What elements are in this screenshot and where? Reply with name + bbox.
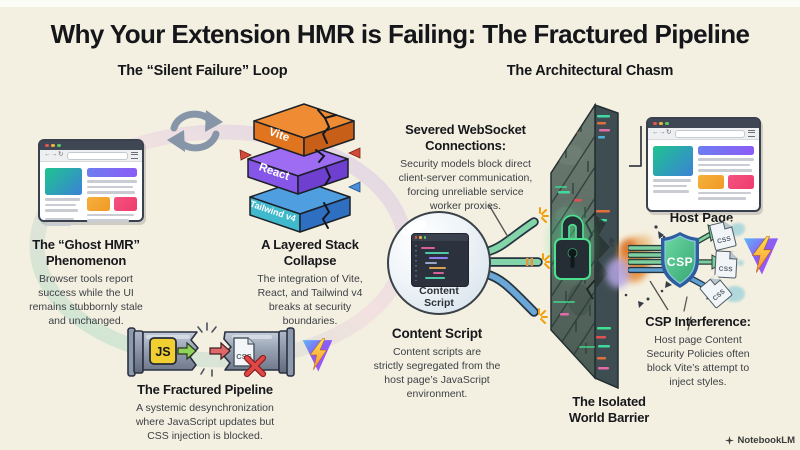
host-page-browser-window: ←→↻ (646, 117, 761, 212)
code-editor-window (411, 233, 469, 287)
shield-label: CSP (667, 255, 693, 269)
hamburger-menu-icon (748, 129, 755, 138)
ghost-hmr-caption: The “Ghost HMR”Phenomenon Browser tools … (4, 237, 168, 329)
content-block-orange (698, 174, 725, 189)
browser-toolbar: ←→↻ (40, 150, 142, 162)
css-file-icon: CSS (714, 250, 738, 279)
content-block-purple (86, 168, 137, 177)
blocked-update-streams (628, 244, 670, 274)
red-arrow-icon (209, 341, 231, 361)
page-title: Why Your Extension HMR is Failing: The F… (50, 19, 750, 49)
url-bar (66, 151, 128, 160)
fractured-pipeline-title: The Fractured Pipeline (137, 382, 273, 397)
js-badge-label: JS (155, 345, 170, 359)
content-block-pink (113, 196, 138, 211)
stack-collapse-body: The integration of Vite,React, and Tailw… (257, 272, 363, 327)
content-block-teal (653, 146, 694, 176)
notebooklm-logo-icon (725, 436, 735, 445)
green-arrow-icon (177, 341, 197, 361)
traffic-light-green-icon (665, 121, 669, 126)
vite-logo-icon (743, 236, 779, 275)
content-block-orange (86, 196, 110, 211)
browser-titlebar (40, 141, 142, 150)
severed-pipes (482, 207, 550, 324)
browser-titlebar (648, 119, 759, 128)
fractured-pipeline-graphic: JS CSS (127, 322, 295, 378)
crack-lines (315, 109, 337, 229)
stress-marks (197, 322, 217, 377)
content-block-pink (728, 174, 755, 189)
browser-toolbar: ←→↻ (648, 128, 759, 140)
hamburger-menu-icon (131, 151, 138, 160)
nav-arrows-icon: ←→↻ (44, 151, 64, 159)
splatter-decoration (737, 260, 744, 266)
browser-content (648, 140, 759, 210)
content-block-teal (45, 168, 82, 195)
watermark-text: NotebookLM (737, 435, 795, 446)
page-fold (729, 251, 738, 260)
url-bar (674, 129, 745, 138)
stale-browser-window: ←→↻ (38, 139, 144, 226)
host-page-label: Host Page (669, 210, 734, 225)
dashed-crack-marks (683, 296, 692, 331)
section-heading-architectural-chasm: The Architectural Chasm (506, 63, 674, 79)
css-doc-label: CSS (716, 235, 732, 246)
traffic-light-yellow-icon (659, 121, 663, 126)
nav-arrows-icon: ←→↻ (652, 129, 672, 137)
host-page-connector-line (629, 126, 642, 167)
top-strip (0, 0, 800, 7)
page-fold (722, 219, 733, 230)
section-heading-silent-failure-loop: The “Silent Failure” Loop (117, 63, 288, 79)
padlock-icon (554, 214, 591, 280)
splatter-decoration (726, 286, 745, 302)
traffic-light-yellow-icon (51, 143, 55, 148)
traffic-light-red-icon (653, 121, 657, 126)
csp-title: CSP Interference: (645, 314, 751, 329)
layered-stack-graphic: Vite React Tailwind v4 (239, 103, 361, 233)
content-script-title: Content Script (391, 326, 483, 341)
editor-titlebar (412, 234, 468, 241)
isolated-world-wall (541, 102, 619, 390)
traffic-light-green-icon (57, 143, 61, 148)
refresh-cycle-icon (167, 110, 223, 152)
css-file-label: CSS (236, 352, 251, 361)
watermark: NotebookLM (725, 435, 795, 446)
csp-pointer-line (649, 280, 669, 311)
spark-icons (538, 207, 550, 324)
warning-triangles (239, 147, 361, 193)
vite-logo-icon (302, 338, 333, 372)
browser-content (40, 162, 142, 232)
shield-icon: CSP (661, 232, 699, 288)
css-doc-label: CSS (718, 265, 733, 274)
ghost-hmr-title: The “Ghost HMR”Phenomenon (32, 237, 140, 268)
content-block-purple (698, 146, 754, 155)
code-dashes-side (596, 115, 611, 370)
js-badge (149, 337, 177, 365)
websocket-pointer-line (488, 204, 509, 238)
editor-code-lines (412, 241, 468, 285)
traffic-light-red-icon (45, 143, 49, 148)
fractured-pipeline-caption: The Fractured Pipeline A systemic desync… (115, 382, 295, 444)
